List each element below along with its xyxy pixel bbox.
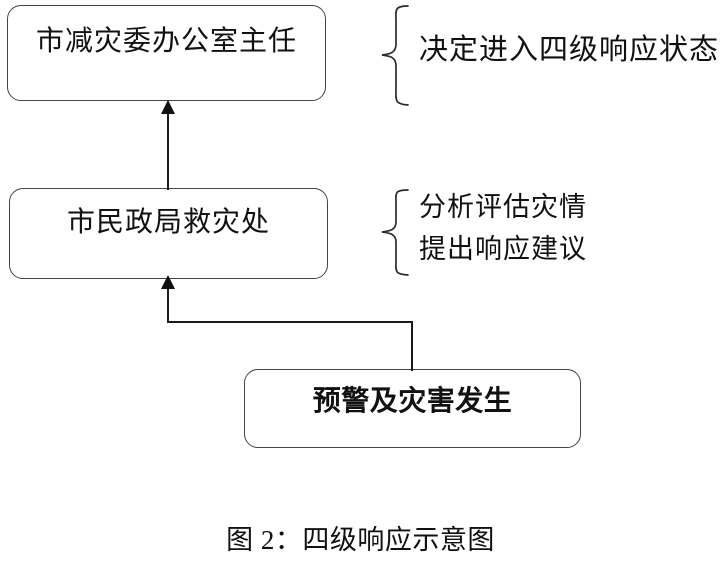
node-label-bottom: 预警及灾害发生 — [312, 386, 513, 417]
connector-bottom-to-middle-run — [167, 321, 413, 323]
arrowhead-middle-to-top — [161, 100, 175, 114]
annotation-text-middle-line1: 分析评估灾情 — [419, 192, 587, 222]
node-box-middle: 市民政局救灾处 — [9, 188, 328, 279]
arrowhead-bottom-to-middle — [161, 275, 175, 289]
connector-middle-to-top-stem — [167, 112, 169, 190]
node-box-bottom: 预警及灾害发生 — [244, 369, 581, 448]
annotation-text-middle-line2: 提出响应建议 — [419, 234, 587, 264]
annotation-text-top: 决定进入四级响应状态 — [419, 34, 720, 66]
node-box-top: 市减灾委办公室主任 — [7, 5, 326, 101]
figure-caption: 图 2：四级响应示意图 — [226, 525, 495, 555]
node-label-middle: 市民政局救灾处 — [66, 207, 270, 238]
curly-brace-icon-middle — [362, 188, 416, 278]
connector-bottom-to-middle-riser — [411, 322, 413, 371]
connector-bottom-to-middle-stem — [167, 288, 169, 323]
curly-brace-icon-top — [362, 4, 416, 108]
node-label-top: 市减灾委办公室主任 — [35, 26, 297, 57]
